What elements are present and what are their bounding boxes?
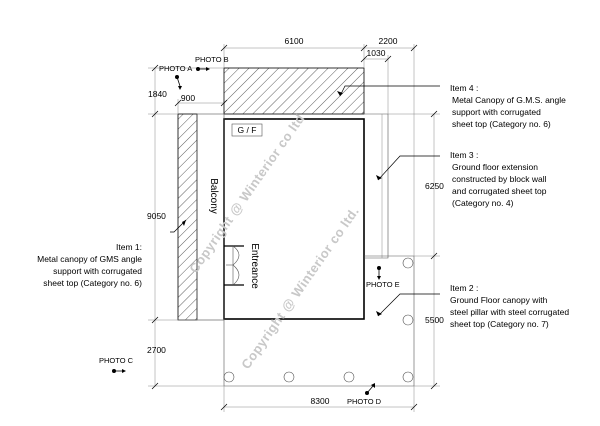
item-1-annotation: Item 1: Metal canopy of GMS angle suppor…: [37, 242, 142, 288]
item-1-line: Metal canopy of GMS angle: [37, 254, 142, 264]
photo-e-marker: PHOTO E: [366, 266, 400, 289]
photo-c-marker: PHOTO C: [99, 356, 134, 373]
dim-6250: 6250: [425, 181, 444, 191]
item-2-annotation: Item 2 : Ground Floor canopy with steel …: [450, 283, 569, 329]
pillar: [402, 371, 414, 383]
left-canopy-hatch: [177, 113, 198, 321]
entrance-label: Entreance: [249, 243, 260, 289]
balcony-outline: [196, 113, 225, 321]
photo-d-label: PHOTO D: [347, 397, 382, 406]
item-4-line: Metal Canopy of G.M.S. angle: [452, 95, 566, 105]
dim-8300: 8300: [311, 396, 330, 406]
photo-d-marker: PHOTO D: [347, 383, 382, 406]
item-3-line: (Category no. 4): [452, 198, 514, 208]
photo-b-marker: PHOTO B: [195, 55, 229, 71]
pillars: [223, 257, 414, 383]
item-3-annotation: Item 3 : Ground floor extension construc…: [450, 150, 547, 208]
item-3-line: and corrugated sheet top: [452, 186, 547, 196]
top-canopy-hatch: [223, 67, 365, 115]
photo-a-marker: PHOTO A: [159, 64, 192, 90]
entrance-door: [224, 245, 244, 286]
pillar: [343, 371, 355, 383]
balcony-label: Balcony: [208, 178, 219, 214]
item-3-line: Item 3 :: [450, 150, 478, 160]
pillar: [283, 371, 295, 383]
item-4-annotation: Item 4 : Metal Canopy of G.M.S. angle su…: [450, 83, 566, 129]
extension-outline: [364, 113, 389, 259]
item-2-line: sheet top (Category no. 7): [450, 319, 549, 329]
gf-label: G / F: [238, 125, 257, 135]
dim-6100: 6100: [285, 36, 304, 46]
item-3-line: constructed by block wall: [452, 174, 547, 184]
item-1-line: sheet top (Category no. 6): [43, 278, 142, 288]
item-4-line: sheet top (Category no. 6): [452, 119, 551, 129]
dim-5500: 5500: [425, 315, 444, 325]
photo-a-label: PHOTO A: [159, 64, 192, 73]
item-1-line: Item 1:: [116, 242, 142, 252]
photo-c-label: PHOTO C: [99, 356, 134, 365]
photo-b-label: PHOTO B: [195, 55, 229, 64]
pillar: [402, 257, 414, 269]
dim-1840: 1840: [148, 89, 167, 99]
pillar: [402, 314, 414, 326]
gf-label-box: [231, 123, 263, 137]
dim-2200: 2200: [379, 36, 398, 46]
item-3-line: Ground floor extension: [452, 162, 538, 172]
pillar: [223, 371, 235, 383]
dim-2700: 2700: [147, 345, 166, 355]
dim-9050: 9050: [147, 211, 166, 221]
dimension-lines: [148, 44, 440, 412]
photo-e-label: PHOTO E: [366, 280, 400, 289]
dim-900: 900: [181, 93, 195, 103]
item-2-line: Item 2 :: [450, 283, 478, 293]
item-4-line: Item 4 :: [450, 83, 478, 93]
dim-1030: 1030: [367, 48, 386, 58]
item-1-line: support with corrugated: [53, 266, 142, 276]
item-2-line: Ground Floor canopy with: [450, 295, 548, 305]
item-2-line: steel pillar with steel corrugated: [450, 307, 569, 317]
item-4-line: support with corrugated: [452, 107, 541, 117]
